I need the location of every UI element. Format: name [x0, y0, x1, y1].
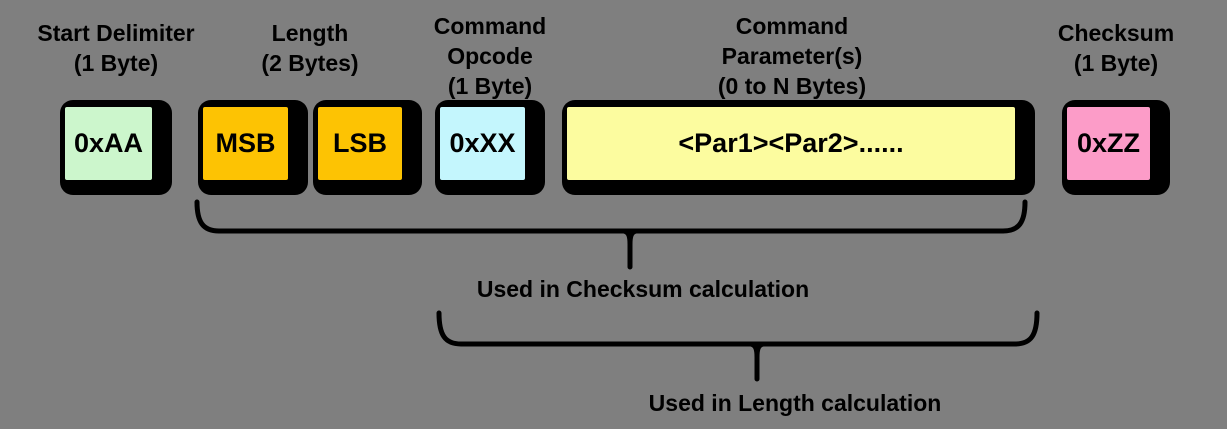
field-value-checksum: 0xZZ	[1067, 107, 1150, 180]
field-value-start-delimiter: 0xAA	[65, 107, 152, 180]
header-command-opcode: Command Opcode (1 Byte)	[433, 13, 547, 99]
header-length: Length (2 Bytes)	[261, 20, 359, 76]
checksum-calculation-note: Used in Checksum calculation	[476, 276, 810, 302]
header-start-delimiter: Start Delimiter (1 Byte)	[37, 20, 195, 76]
field-value-length-msb: MSB	[203, 107, 288, 180]
field-value-command-parameters: <Par1><Par2>......	[567, 107, 1015, 180]
field-box-checksum: 0xZZ	[1062, 100, 1170, 195]
header-command-parameters: Command Parameter(s) (0 to N Bytes)	[717, 13, 867, 99]
field-box-start-delimiter: 0xAA	[60, 100, 172, 195]
field-value-length-lsb: LSB	[318, 107, 402, 180]
field-box-length-lsb: LSB	[313, 100, 422, 195]
field-box-command-parameters: <Par1><Par2>......	[562, 100, 1035, 195]
field-value-command-opcode: 0xXX	[440, 107, 525, 180]
field-box-length-msb: MSB	[198, 100, 308, 195]
header-checksum: Checksum (1 Byte)	[1057, 20, 1175, 76]
length-brace	[436, 310, 1040, 382]
field-box-command-opcode: 0xXX	[435, 100, 545, 195]
checksum-brace	[194, 199, 1028, 270]
length-calculation-note: Used in Length calculation	[648, 390, 942, 416]
